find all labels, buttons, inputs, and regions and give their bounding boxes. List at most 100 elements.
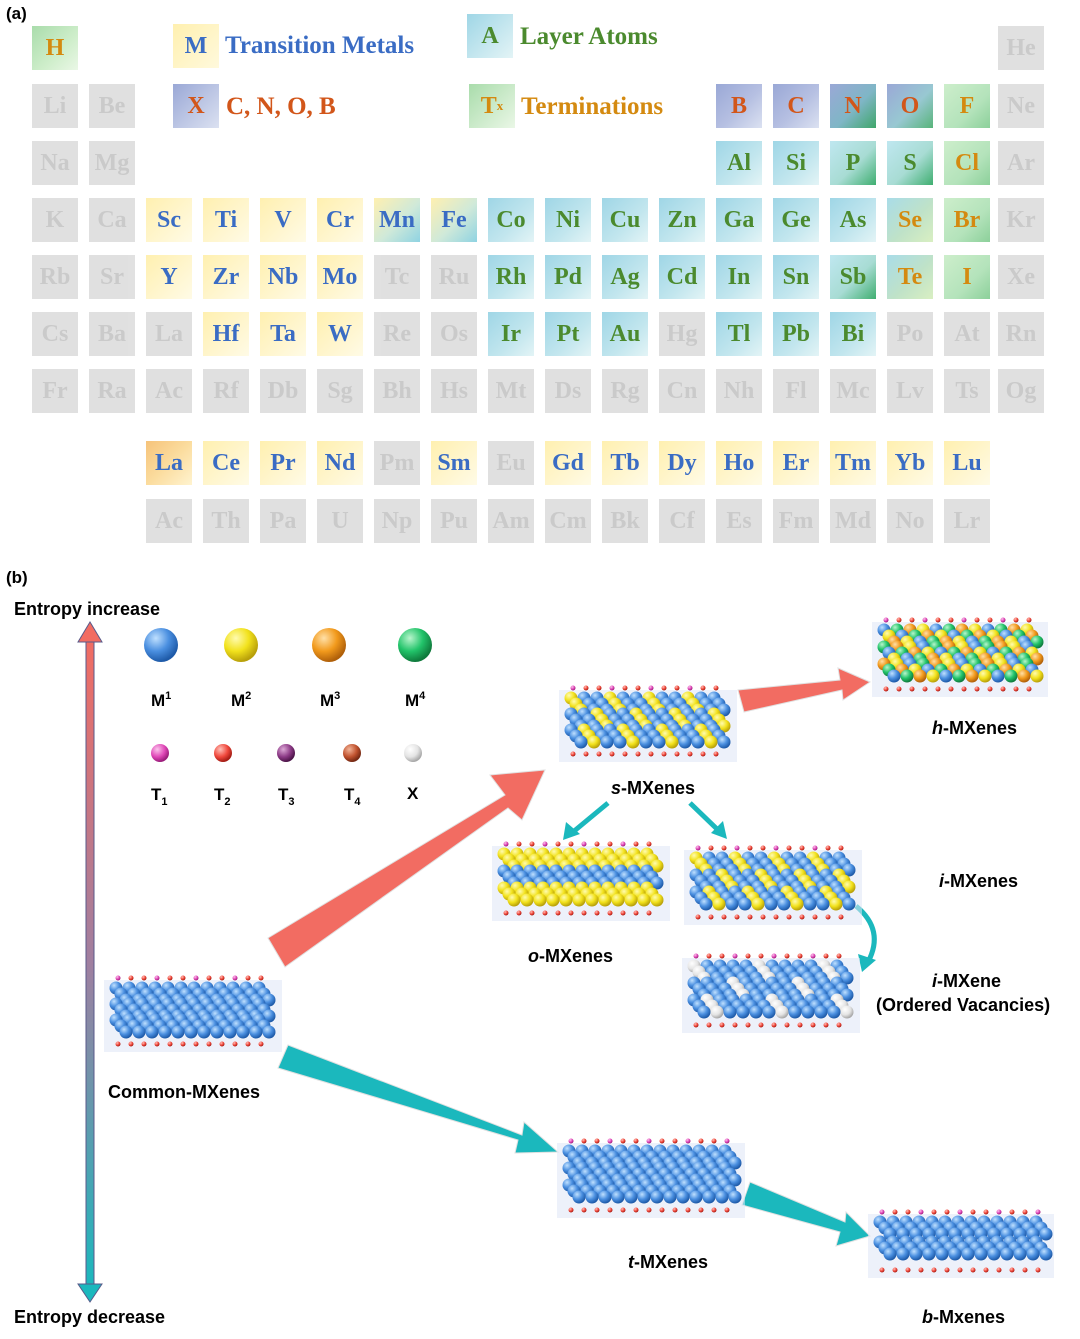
entropy-increase-label: Entropy increase (14, 599, 160, 619)
element-rg: Rg (602, 369, 648, 413)
element-sg: Sg (317, 369, 363, 413)
element-er-lanthanide: Er (773, 441, 819, 485)
element-pu-actinide: Pu (431, 499, 477, 543)
element-w: W (317, 312, 363, 356)
element-ra: Ra (89, 369, 135, 413)
element-bi: Bi (830, 312, 876, 356)
element-ar: Ar (998, 141, 1044, 185)
label-s-mxenes: s-MXenes (611, 778, 695, 798)
element-cr: Cr (317, 198, 363, 242)
element-kr: Kr (998, 198, 1044, 242)
element-pm-lanthanide: Pm (374, 441, 420, 485)
atom-m1-label: M1 (151, 690, 171, 710)
element-na: Na (32, 141, 78, 185)
label-t-mxenes: t-MXenes (628, 1252, 708, 1272)
atom-m4-label: M4 (405, 690, 426, 710)
legend-swatch-transition: M (173, 24, 219, 68)
element-hf: Hf (203, 312, 249, 356)
element-sr: Sr (89, 255, 135, 299)
element-sn: Sn (773, 255, 819, 299)
element-o: O (887, 84, 933, 128)
element-ti: Ti (203, 198, 249, 242)
element-sm-lanthanide: Sm (431, 441, 477, 485)
legend-text-x: C, N, O, B (226, 93, 336, 120)
element-k: K (32, 198, 78, 242)
element-fr: Fr (32, 369, 78, 413)
label-b-mxenes: b-Mxenes (922, 1307, 1005, 1327)
element-p: P (830, 141, 876, 185)
legend-symbol-t-sub: x (496, 98, 504, 113)
atom-m2-sphere (224, 628, 258, 662)
element-pr-lanthanide: Pr (260, 441, 306, 485)
arrow-s-to-i (688, 801, 727, 839)
element-ho-lanthanide: Ho (716, 441, 762, 485)
element-hg: Hg (659, 312, 705, 356)
element-ts: Ts (944, 369, 990, 413)
structure-o-mxenes (492, 841, 670, 921)
element-re: Re (374, 312, 420, 356)
element-cu: Cu (602, 198, 648, 242)
element-gd-lanthanide: Gd (545, 441, 591, 485)
legend-text-layer: Layer Atoms (520, 23, 658, 50)
element-fm-actinide: Fm (773, 499, 819, 543)
element-mg: Mg (89, 141, 135, 185)
element-no-actinide: No (887, 499, 933, 543)
element-si: Si (773, 141, 819, 185)
element-lu-lanthanide: Lu (944, 441, 990, 485)
element-ds: Ds (545, 369, 591, 413)
element-zr: Zr (203, 255, 249, 299)
panel-a-label: (a) (6, 4, 27, 23)
label-i-mxenes: i-MXenes (939, 871, 1018, 891)
legend-text-terminations: Terminations (521, 93, 664, 120)
atom-t3-label: T3 (278, 785, 295, 808)
legend-symbol-m: M (184, 32, 208, 59)
arrow-common-to-t (277, 1044, 560, 1154)
element-pb: Pb (773, 312, 819, 356)
element-tl: Tl (716, 312, 762, 356)
element-mn: Mn (374, 198, 420, 242)
element-sc: Sc (146, 198, 192, 242)
element-tm-lanthanide: Tm (830, 441, 876, 485)
structure-t-mxenes (557, 1138, 745, 1218)
element-h: H (32, 26, 78, 70)
element-ni: Ni (545, 198, 591, 242)
element-cl: Cl (944, 141, 990, 185)
element-at: At (944, 312, 990, 356)
element-bk-actinide: Bk (602, 499, 648, 543)
element-in: In (716, 255, 762, 299)
element-rh: Rh (488, 255, 534, 299)
element-eu-lanthanide: Eu (488, 441, 534, 485)
arrow-s-to-o (563, 801, 610, 840)
label-common-mxenes: Common-MXenes (108, 1082, 260, 1102)
element-fe: Fe (431, 198, 477, 242)
element-cd: Cd (659, 255, 705, 299)
legend-swatch-x: X (173, 84, 219, 128)
element-ta: Ta (260, 312, 306, 356)
element-dy-lanthanide: Dy (659, 441, 705, 485)
element-ir: Ir (488, 312, 534, 356)
element-v: V (260, 198, 306, 242)
element-mt: Mt (488, 369, 534, 413)
atom-m3-sphere (312, 628, 346, 662)
atom-t2-label: T2 (214, 785, 231, 808)
atom-t1-sphere (151, 744, 169, 762)
element-tb-lanthanide: Tb (602, 441, 648, 485)
atom-t4-label: T4 (344, 785, 361, 808)
element-rf: Rf (203, 369, 249, 413)
element-se: Se (887, 198, 933, 242)
element-li: Li (32, 84, 78, 128)
element-s: S (887, 141, 933, 185)
element-c: C (773, 84, 819, 128)
element-b: B (716, 84, 762, 128)
atom-t2-sphere (214, 744, 232, 762)
element-cs: Cs (32, 312, 78, 356)
element-ca: Ca (89, 198, 135, 242)
atom-x-label: X (407, 784, 419, 803)
label-i-mxene-vacancies: i-MXene (932, 971, 1001, 991)
element-os: Os (431, 312, 477, 356)
structure-i-mxenes (684, 845, 862, 925)
arrow-i-to-vacancies (854, 904, 877, 972)
arrow-t-to-b (741, 1181, 871, 1247)
structure-common-mxenes (104, 975, 282, 1052)
